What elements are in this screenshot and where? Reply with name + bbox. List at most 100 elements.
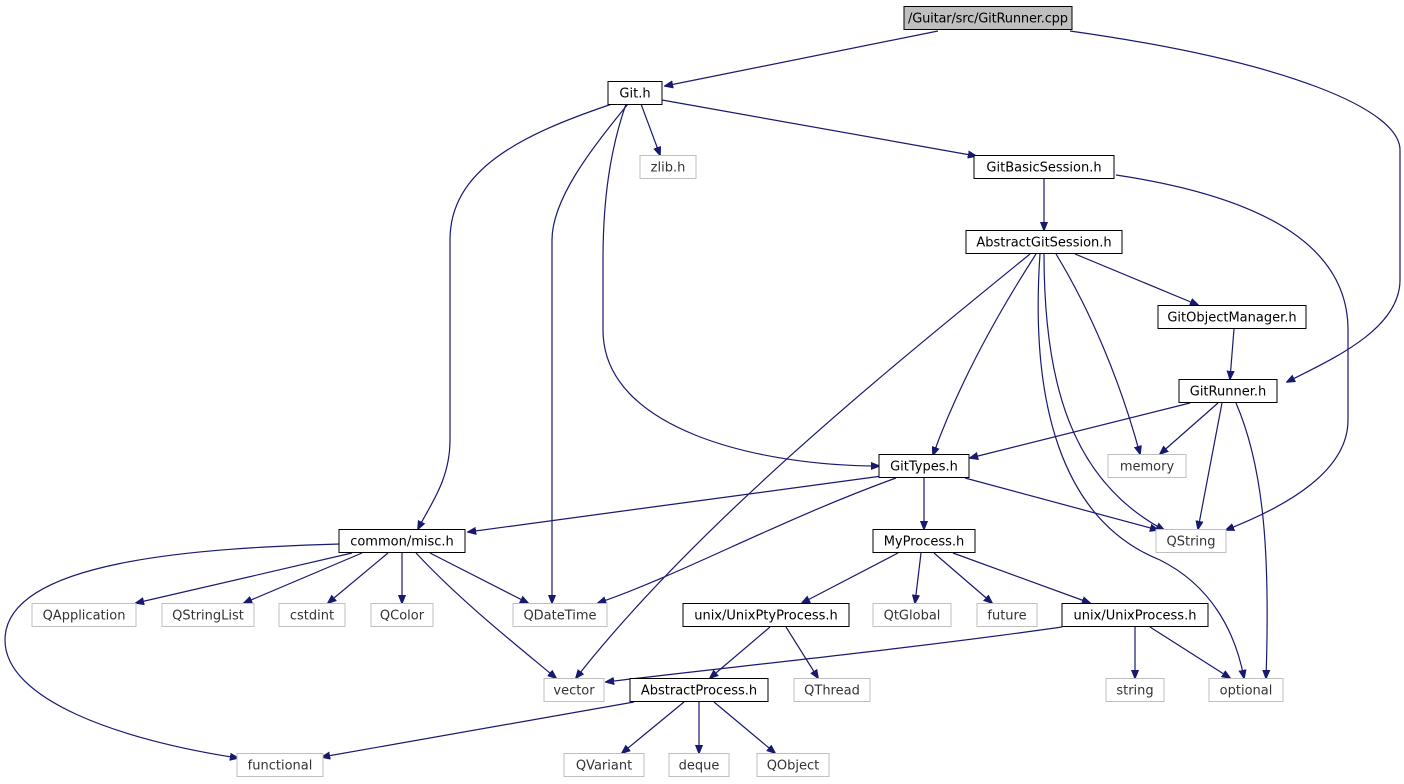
- node-box: [512, 603, 608, 627]
- node-box: [370, 603, 434, 627]
- node-box: [161, 603, 255, 627]
- node-box: [543, 678, 605, 702]
- node-label: string: [1116, 684, 1153, 699]
- node-box: [878, 454, 970, 478]
- edge-abstractgitsession-h-to-vector: [576, 253, 1031, 678]
- node-unixptyprocess-h[interactable]: unix/UnixPtyProcess.h: [682, 603, 850, 627]
- node-label: GitRunner.h: [1190, 385, 1266, 400]
- node-box: [903, 6, 1073, 30]
- edge-git-h-to-gitbasicsession-h: [661, 99, 976, 156]
- node-qcolor: QColor: [370, 603, 434, 627]
- node-box: [629, 678, 769, 702]
- node-myprocess-h[interactable]: MyProcess.h: [872, 529, 976, 553]
- node-label: GitBasicSession.h: [986, 161, 1101, 176]
- node-root[interactable]: /Guitar/src/GitRunner.cpp: [903, 6, 1073, 30]
- node-label: /Guitar/src/GitRunner.cpp: [908, 12, 1068, 27]
- edge-root-to-git-h: [665, 30, 939, 86]
- edge-gitrunner-h-to-memory: [1160, 402, 1219, 454]
- node-box: [1107, 454, 1187, 478]
- node-box: [872, 603, 952, 627]
- node-box: [682, 603, 850, 627]
- edges-layer: [4, 30, 1401, 758]
- node-memory: memory: [1107, 454, 1187, 478]
- node-box: [607, 81, 663, 105]
- node-box: [965, 230, 1123, 254]
- node-box: [668, 753, 730, 777]
- node-common-misc-h[interactable]: common/misc.h: [338, 529, 466, 553]
- edge-abstractgitsession-h-to-optional: [1037, 253, 1244, 678]
- node-label: QVariant: [576, 759, 632, 774]
- node-box: [1105, 678, 1165, 702]
- node-box: [278, 603, 346, 627]
- node-label: AbstractGitSession.h: [976, 236, 1111, 251]
- node-box: [793, 678, 871, 702]
- edge-myprocess-h-to-qtglobal: [915, 552, 922, 603]
- node-functional: functional: [236, 753, 324, 777]
- edge-myprocess-h-to-future: [933, 552, 992, 603]
- node-label: functional: [248, 759, 313, 774]
- edge-common-misc-h-to-qstringlist: [244, 552, 363, 603]
- node-qvariant: QVariant: [563, 753, 645, 777]
- node-label: unix/UnixProcess.h: [1074, 609, 1197, 624]
- edge-git-h-to-qdatetime: [552, 103, 629, 603]
- edge-gitobjectmanager-h-to-gitrunner-h: [1230, 328, 1234, 379]
- node-label: cstdint: [290, 609, 334, 624]
- node-qstringlist: QStringList: [161, 603, 255, 627]
- edge-abstractprocess-h-to-functional: [322, 701, 635, 757]
- node-gittypes-h[interactable]: GitTypes.h: [878, 454, 970, 478]
- node-box: [338, 529, 466, 553]
- node-box: [973, 155, 1115, 179]
- node-label: unix/UnixPtyProcess.h: [694, 609, 838, 624]
- node-label: QtGlobal: [884, 609, 941, 624]
- edge-abstractprocess-h-to-qobject: [713, 701, 775, 753]
- node-box: [976, 603, 1038, 627]
- node-unixprocess-h[interactable]: unix/UnixProcess.h: [1061, 603, 1209, 627]
- node-label: QObject: [767, 759, 820, 774]
- edge-gittypes-h-to-common-misc-h: [468, 475, 883, 532]
- node-qapplication: QApplication: [31, 603, 137, 627]
- node-label: Git.h: [619, 87, 650, 102]
- node-label: common/misc.h: [350, 535, 454, 550]
- node-future: future: [976, 603, 1038, 627]
- edge-gittypes-h-to-qdatetime: [598, 477, 897, 603]
- node-label: QStringList: [172, 609, 244, 624]
- node-label: future: [987, 609, 1026, 624]
- node-qdatetime: QDateTime: [512, 603, 608, 627]
- node-label: QColor: [380, 609, 425, 624]
- node-abstractprocess-h[interactable]: AbstractProcess.h: [629, 678, 769, 702]
- edge-common-misc-h-to-functional: [4, 543, 341, 758]
- edge-abstractprocess-h-to-qvariant: [622, 701, 685, 753]
- edge-unixptyprocess-h-to-abstractprocess-h: [710, 626, 771, 678]
- node-gitobjectmanager-h[interactable]: GitObjectManager.h: [1157, 305, 1307, 329]
- node-qthread: QThread: [793, 678, 871, 702]
- node-abstractgitsession-h[interactable]: AbstractGitSession.h: [965, 230, 1123, 254]
- node-box: [639, 155, 697, 179]
- node-label: QString: [1166, 535, 1215, 550]
- edge-gittypes-h-to-qstring: [964, 477, 1158, 530]
- node-box: [563, 753, 645, 777]
- node-label: memory: [1120, 460, 1175, 475]
- edge-common-misc-h-to-qdatetime: [429, 552, 528, 603]
- node-box: [872, 529, 976, 553]
- node-gitbasicsession-h[interactable]: GitBasicSession.h: [973, 155, 1115, 179]
- node-label: optional: [1220, 684, 1273, 699]
- node-label: GitObjectManager.h: [1167, 311, 1296, 326]
- node-box: [1157, 305, 1307, 329]
- node-box: [1208, 678, 1284, 702]
- edge-abstractgitsession-h-to-gitobjectmanager-h: [1074, 253, 1198, 305]
- edge-common-misc-h-to-vector: [415, 552, 556, 678]
- node-box: [1178, 379, 1278, 403]
- node-zlib-h: zlib.h: [639, 155, 697, 179]
- node-qobject: QObject: [756, 753, 830, 777]
- node-label: AbstractProcess.h: [641, 684, 757, 699]
- edge-git-h-to-gittypes-h: [602, 103, 879, 466]
- edge-common-misc-h-to-qapplication: [136, 552, 353, 603]
- edge-root-to-gitrunner-h: [1069, 30, 1401, 382]
- node-gitrunner-h[interactable]: GitRunner.h: [1178, 379, 1278, 403]
- node-optional: optional: [1208, 678, 1284, 702]
- node-box: [236, 753, 324, 777]
- node-deque: deque: [668, 753, 730, 777]
- node-git-h[interactable]: Git.h: [607, 81, 663, 105]
